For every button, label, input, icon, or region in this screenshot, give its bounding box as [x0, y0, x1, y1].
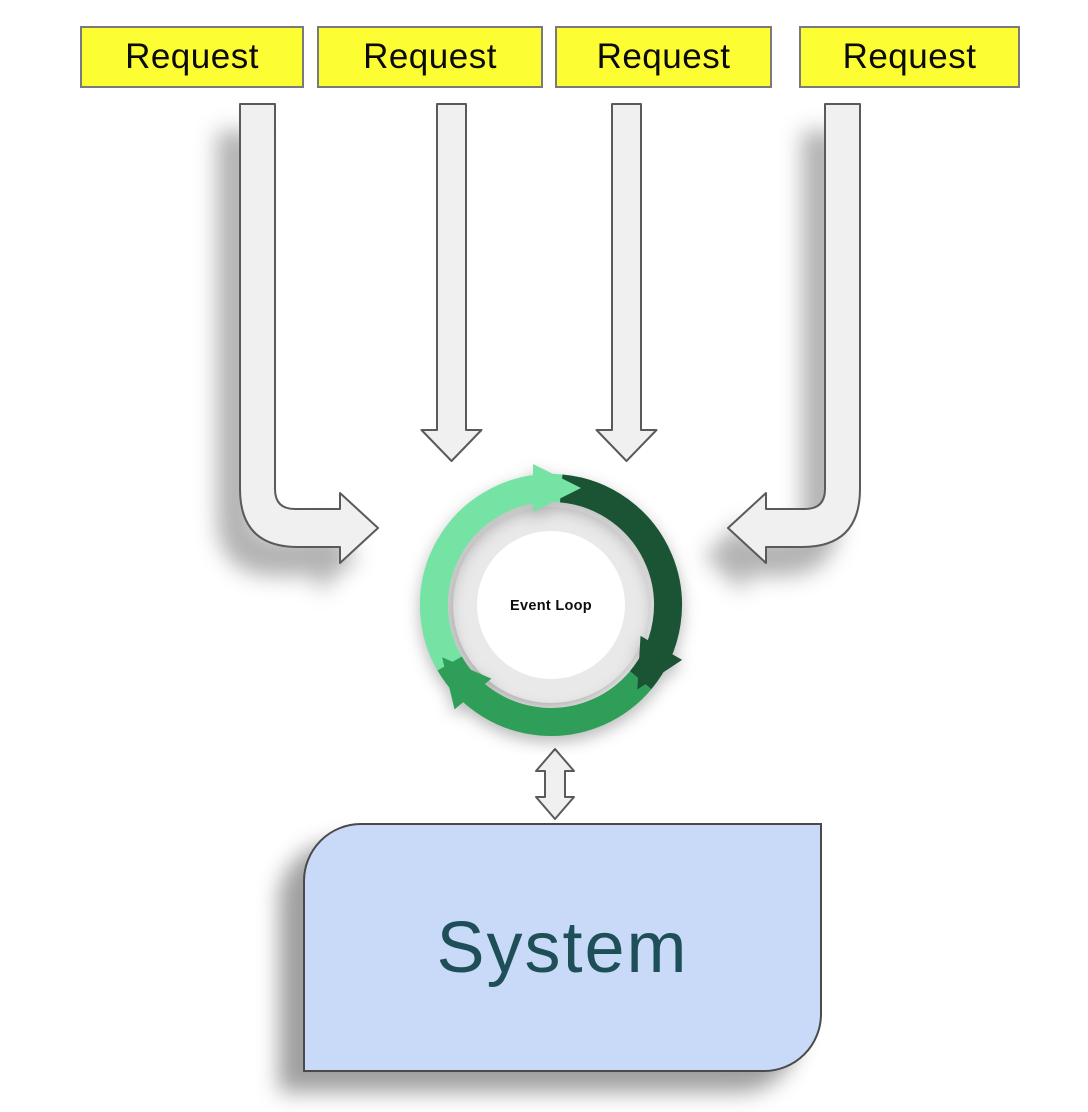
system-box: System [303, 823, 822, 1072]
straight-down-arrow-icon [420, 103, 483, 462]
loop-track-ring [453, 507, 649, 703]
request-box-2-label: Request [363, 37, 497, 76]
loop-arrowhead-mid-green-icon [442, 657, 492, 710]
event-loop-ring: Event Loop [419, 464, 683, 736]
straight-down-arrow-icon [595, 103, 658, 462]
request-box-1-label: Request [125, 37, 259, 76]
request-box-2: Request [317, 26, 543, 88]
request-box-4-label: Request [842, 37, 977, 76]
loop-arrowhead-dark-green-icon [637, 635, 683, 690]
request-box-3: Request [555, 26, 772, 88]
event-loop-label: Event Loop [510, 598, 592, 614]
loop-arc-light-green [419, 473, 563, 684]
bent-right-arrow-icon [239, 103, 379, 564]
request-box-3-label: Request [596, 37, 731, 76]
system-label: System [436, 907, 689, 988]
double-headed-arrow-icon [535, 748, 575, 820]
loop-center-disc [477, 531, 625, 679]
bent-left-arrow-icon [727, 103, 861, 564]
request-box-4: Request [799, 26, 1020, 88]
loop-arrowhead-light-green-icon [533, 464, 581, 512]
request-box-1: Request [80, 26, 304, 88]
loop-arcs [419, 464, 683, 736]
